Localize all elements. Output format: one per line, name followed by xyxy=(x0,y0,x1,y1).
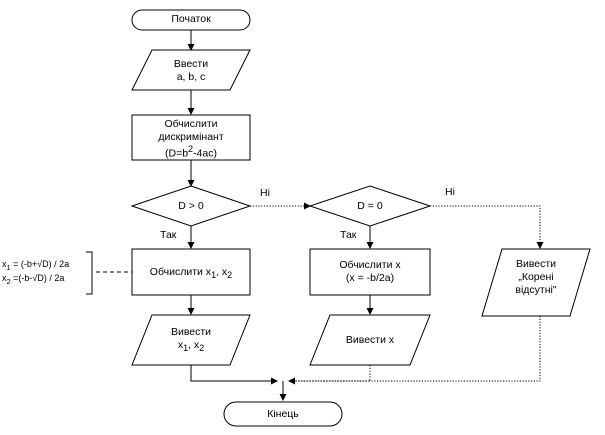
connector-out1-merge xyxy=(190,365,278,385)
calc-two-roots-process xyxy=(131,248,251,296)
out3-line2: „Корені xyxy=(518,271,554,284)
end-terminal xyxy=(223,401,343,427)
disc-line3: (D=b2-4ac) xyxy=(164,144,217,160)
input-label-line1: Ввести xyxy=(173,58,209,70)
calc-one-root-process xyxy=(309,248,431,296)
input-label-line2: a, b, c xyxy=(176,71,206,84)
branch-no-2: Ні xyxy=(443,186,457,198)
start-label: Початок xyxy=(171,13,211,25)
connector-out2-merge xyxy=(288,365,371,385)
branch-no-1: Ні xyxy=(258,187,272,199)
out2-label: Вивести x xyxy=(345,334,395,346)
condition-d-eq-0 xyxy=(308,185,432,227)
connector-out3-merge xyxy=(289,316,541,382)
input-label: Ввести a, b, c xyxy=(132,58,250,84)
end-label: Кінець xyxy=(267,408,299,420)
out3-label: Вивести „Корені відсутні" xyxy=(486,258,586,297)
calc2-formula: (x = -b/2a) xyxy=(345,272,395,285)
out1-title: Вивести xyxy=(170,326,212,338)
discriminant-process xyxy=(131,114,251,161)
condition-d-gt-0 xyxy=(130,185,252,227)
out3-line3: відсутні" xyxy=(515,284,557,297)
cond2-label: D = 0 xyxy=(357,200,383,212)
disc-line2: дискримінант xyxy=(158,131,224,144)
connector-cond2-out3 xyxy=(430,205,544,249)
output-one-root-parallelogram xyxy=(309,314,431,366)
annotation-bracket xyxy=(86,251,93,295)
input-parallelogram xyxy=(131,49,251,91)
output-two-roots-parallelogram xyxy=(131,314,251,366)
out1-values: x1, x2 xyxy=(177,339,205,354)
output-no-roots-parallelogram xyxy=(481,248,591,317)
out1-label: Вивести x1, x2 xyxy=(132,326,250,354)
calc2-title: Обчислити x xyxy=(339,259,401,271)
calc1-label: Обчислити x1, x2 xyxy=(149,266,233,281)
discriminant-label: Обчислити дискримінант (D=b2-4ac) xyxy=(132,118,250,161)
disc-line1: Обчислити xyxy=(164,118,218,130)
branch-yes-1: Так xyxy=(158,229,179,241)
branch-yes-2: Так xyxy=(338,229,359,241)
annotation-root-formula-2: x2 =(-b-√D) / 2a xyxy=(2,273,65,286)
start-terminal xyxy=(131,9,251,31)
annotation-root-formula-1: x1 = (-b+√D) / 2a xyxy=(2,259,70,272)
calc2-label: Обчислити x (x = -b/2a) xyxy=(310,259,430,285)
cond1-label: D > 0 xyxy=(178,200,204,212)
out3-line1: Вивести xyxy=(515,258,557,270)
